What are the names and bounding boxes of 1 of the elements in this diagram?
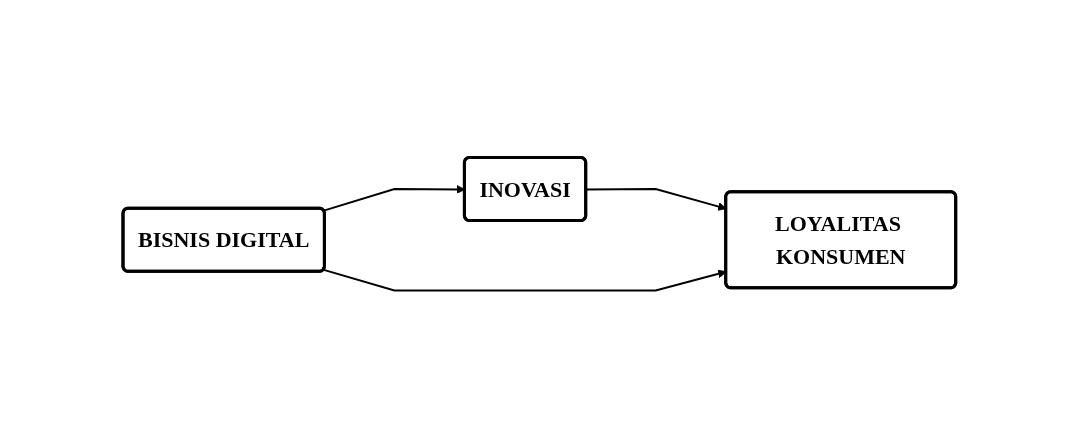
- arrow: [322, 185, 465, 212]
